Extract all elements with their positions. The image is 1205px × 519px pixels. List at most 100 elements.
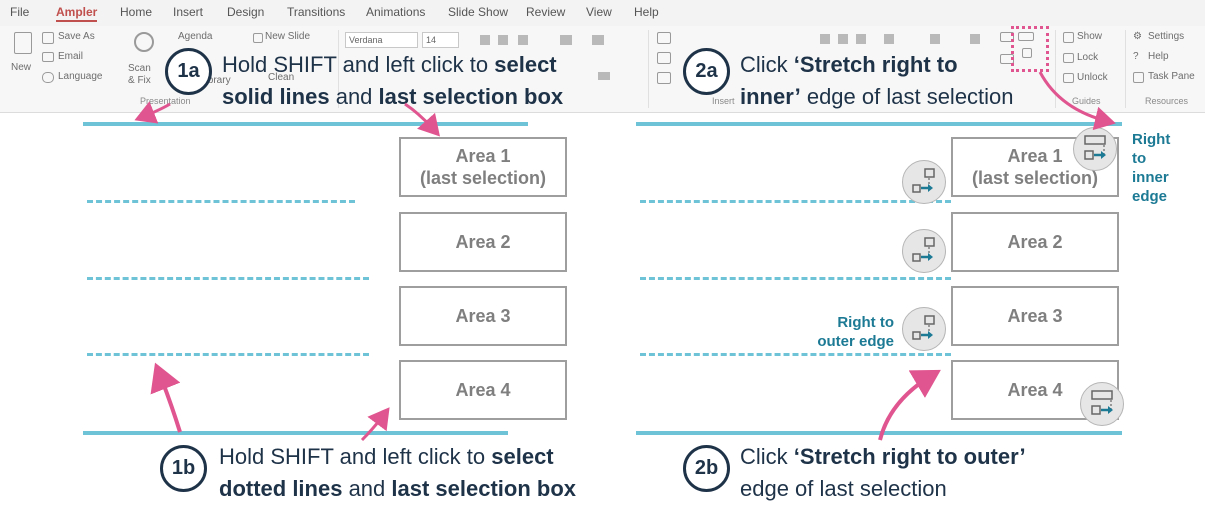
solid-line-bottom-result xyxy=(636,431,1122,435)
area-4-box-left[interactable]: Area 4 xyxy=(399,360,567,420)
help-icon: ? xyxy=(1133,51,1139,62)
area-1-label: Area 1 xyxy=(455,146,511,166)
step-2b-line1: Click ‘Stretch right to outer’ xyxy=(740,444,1026,469)
dotted-line-2[interactable] xyxy=(87,277,369,280)
dotted-line-2-result xyxy=(640,277,951,280)
image-icon[interactable] xyxy=(657,72,671,84)
step-1a-line1: Hold SHIFT and left click to select xyxy=(222,52,557,77)
area-1-sublabel: (last selection) xyxy=(419,168,547,188)
area-2-label: Area 2 xyxy=(1007,232,1063,252)
line-style-icon[interactable] xyxy=(598,72,610,80)
arrow-to-dotted-line xyxy=(150,362,182,433)
language-button[interactable]: Language xyxy=(58,71,103,82)
scan-fix-button[interactable]: Scan & Fix xyxy=(128,63,151,86)
tab-review[interactable]: Review xyxy=(526,5,566,19)
font-color-icon[interactable] xyxy=(518,35,528,45)
area-3-box-left[interactable]: Area 3 xyxy=(399,286,567,346)
new-file-icon[interactable] xyxy=(14,32,32,54)
align-right-icon[interactable] xyxy=(856,34,866,44)
step-2b-line2: edge of last selection xyxy=(740,476,947,501)
new-slide-button[interactable]: New Slide xyxy=(265,31,311,42)
step-1b-line1: Hold SHIFT and left click to select xyxy=(219,444,554,469)
area-3-label: Area 3 xyxy=(1007,306,1063,326)
agenda-button[interactable]: Agenda xyxy=(178,31,213,42)
unlock-button[interactable]: Unlock xyxy=(1077,72,1108,83)
gear-icon: ⚙ xyxy=(1133,31,1142,42)
font-name-select[interactable]: Verdana xyxy=(345,32,418,48)
stretch-right-outer-icon xyxy=(902,307,946,351)
clean-button[interactable]: Clean xyxy=(268,72,295,83)
step-2b-badge: 2b xyxy=(683,445,730,492)
grid-icon[interactable] xyxy=(970,34,980,44)
stretch-right-inner-icon xyxy=(1073,127,1117,171)
stretch-right-inner-icon xyxy=(1080,382,1124,426)
tab-design[interactable]: Design xyxy=(227,5,265,19)
solid-line-top-result xyxy=(636,122,1122,126)
task-pane-icon xyxy=(1133,72,1144,83)
email-button[interactable]: Email xyxy=(58,51,84,62)
distribute-icon[interactable] xyxy=(884,34,894,44)
area-4-label: Area 4 xyxy=(1007,380,1063,400)
dotted-line-1[interactable] xyxy=(87,200,355,203)
ribbon-separator xyxy=(648,30,649,108)
dotted-line-3[interactable] xyxy=(87,353,369,356)
arrow-to-area-4 xyxy=(360,407,390,442)
step-2a-line2: inner’ edge of last selection xyxy=(740,84,1014,109)
align-center-icon[interactable] xyxy=(838,34,848,44)
new-slide-icon xyxy=(253,33,263,43)
tab-file[interactable]: File xyxy=(10,5,30,19)
tab-insert[interactable]: Insert xyxy=(173,5,204,19)
area-4-label: Area 4 xyxy=(455,380,511,400)
help-button[interactable]: Help xyxy=(1148,51,1169,62)
area-2-box-left[interactable]: Area 2 xyxy=(399,212,567,272)
show-checkbox[interactable] xyxy=(1063,32,1074,43)
tab-slide-show[interactable]: Slide Show xyxy=(448,5,509,19)
solid-line-top[interactable] xyxy=(83,122,528,126)
ribbon-separator xyxy=(1125,30,1126,108)
stretch-buttons-highlight xyxy=(1011,26,1049,72)
magnifier-icon xyxy=(134,32,154,52)
area-2-label: Area 2 xyxy=(455,232,511,252)
settings-button[interactable]: Settings xyxy=(1148,31,1185,42)
stretch-right-outer-icon[interactable] xyxy=(1022,48,1032,58)
area-3-label: Area 3 xyxy=(455,306,511,326)
step-1a-line2: solid lines and last selection box xyxy=(222,84,564,109)
library-button[interactable]: Library xyxy=(200,75,231,86)
save-as-button[interactable]: Save As xyxy=(58,31,95,42)
save-icon xyxy=(42,32,54,44)
table-icon[interactable] xyxy=(657,52,671,64)
tab-ampler[interactable]: Ampler xyxy=(56,5,98,22)
tab-transitions[interactable]: Transitions xyxy=(287,5,346,19)
step-1b-line2: dotted lines and last selection box xyxy=(219,476,577,501)
tab-view[interactable]: View xyxy=(586,5,612,19)
font-size-select[interactable]: 14 xyxy=(422,32,459,48)
stretch-right-outer-icon xyxy=(902,160,946,204)
new-button[interactable]: New xyxy=(11,62,32,73)
group-presentation-label: Presentation xyxy=(140,96,191,106)
unlock-icon xyxy=(1063,73,1074,83)
language-icon xyxy=(42,72,54,83)
dotted-line-3-result xyxy=(640,353,951,356)
tab-help[interactable]: Help xyxy=(634,5,659,19)
font-shrink-icon[interactable] xyxy=(498,35,508,45)
font-grow-icon[interactable] xyxy=(480,35,490,45)
lock-button[interactable]: Lock xyxy=(1077,52,1099,63)
stretch-right-inner-icon[interactable] xyxy=(1018,32,1034,41)
tab-home[interactable]: Home xyxy=(120,5,153,19)
size-match-icon[interactable] xyxy=(930,34,940,44)
menu-bar: File Ampler Home Insert Design Transitio… xyxy=(0,0,1205,26)
fill-color-icon[interactable] xyxy=(560,35,572,45)
area-1-sublabel: (last selection) xyxy=(971,168,1099,188)
area-1-box-left[interactable]: Area 1 (last selection) xyxy=(399,137,567,197)
group-resources-label: Resources xyxy=(1145,96,1189,106)
area-3-box-right: Area 3 xyxy=(951,286,1119,346)
task-pane-button[interactable]: Task Pane xyxy=(1148,71,1195,82)
group-insert-label: Insert xyxy=(712,96,735,106)
textbox-icon[interactable] xyxy=(657,32,671,44)
line-color-icon[interactable] xyxy=(592,35,604,45)
tab-animations[interactable]: Animations xyxy=(366,5,426,19)
solid-line-bottom[interactable] xyxy=(83,431,508,435)
dotted-line-1-result xyxy=(640,200,951,203)
align-left-icon[interactable] xyxy=(820,34,830,44)
